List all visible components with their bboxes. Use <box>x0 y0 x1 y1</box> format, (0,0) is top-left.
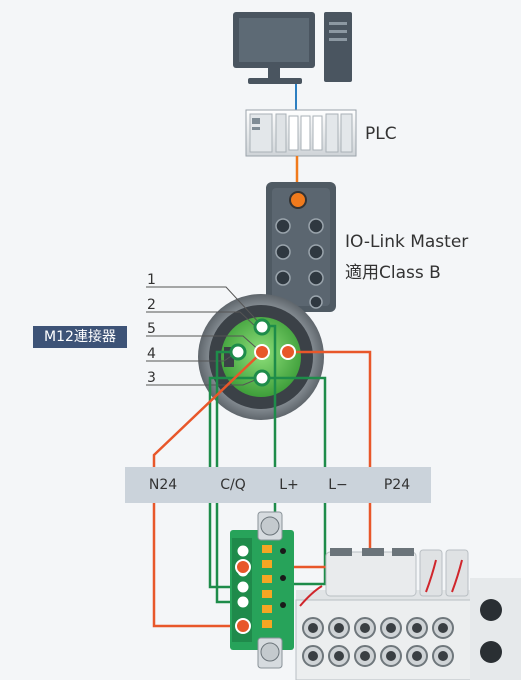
terminal-block-icon <box>230 511 294 669</box>
terminal-l-plus: L+ <box>279 477 299 493</box>
connector-pins <box>229 318 296 387</box>
pin-label-3: 3 <box>147 370 156 386</box>
pin-label-4: 4 <box>147 346 156 362</box>
terminal-n24: N24 <box>148 477 178 493</box>
pin-label-5: 5 <box>147 321 156 337</box>
class-label: 適用Class B <box>345 263 441 283</box>
orange-wires <box>152 350 372 628</box>
m12-connector-badge: M12連接器 <box>33 326 127 348</box>
valve-manifold-icon <box>295 548 521 680</box>
pin-label-2: 2 <box>147 297 156 313</box>
plc-icon <box>245 109 357 157</box>
computer-icon <box>233 12 352 84</box>
terminal-bar: N24 C/Q L+ L− P24 <box>125 467 431 503</box>
pin-label-1: 1 <box>147 272 156 288</box>
plc-label: PLC <box>365 124 397 144</box>
terminal-l-minus: L− <box>328 477 348 493</box>
terminal-cq: C/Q <box>220 477 246 493</box>
terminal-p24: P24 <box>383 477 411 493</box>
io-link-master-icon <box>266 182 336 312</box>
io-link-master-label: IO-Link Master <box>345 232 469 252</box>
